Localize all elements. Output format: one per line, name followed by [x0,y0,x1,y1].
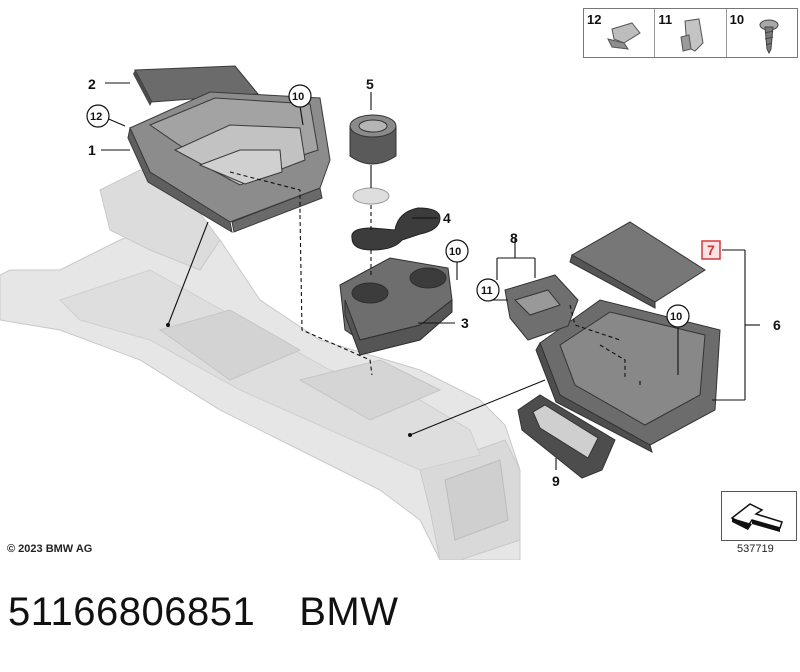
callout-10-a: 10 [292,91,304,103]
callout-5: 5 [366,76,374,92]
part-7-cover [569,221,706,309]
part-5-cup-insert [349,114,397,165]
legend-number-12: 12 [587,12,602,27]
callout-9: 9 [552,473,560,489]
screw-icon [759,19,779,55]
spring-clip-icon [607,22,641,50]
legend-item-11: 11 [655,9,727,57]
leader-lines [101,82,760,470]
part-8-bracket [504,274,579,341]
part-9-frame [517,394,616,479]
part-6-tray [535,299,721,453]
part-number: 51166806851 [8,590,256,634]
orientation-arrow-icon [730,503,783,532]
legend-item-12: 12 [584,9,656,57]
legend-number-11: 11 [658,12,673,27]
callout-10-c: 10 [670,311,682,323]
callout-4: 4 [443,210,451,226]
orientation-box [721,491,797,541]
assembly-lines [229,171,641,385]
reference-number: 537719 [737,543,774,555]
callout-8: 8 [510,230,518,246]
copyright: © 2023 BMW AG [7,543,93,555]
legend-item-10: 10 [727,9,797,57]
callout-10-b: 10 [449,246,461,258]
part-1-module [127,91,331,234]
spring-nut-icon [680,18,704,52]
callout-1: 1 [88,142,96,158]
brand-name: BMW [299,590,399,634]
callout-6: 6 [773,317,781,333]
callout-2: 2 [88,76,96,92]
callout-11: 11 [481,285,493,297]
callouts: 2 1 12 10 5 4 10 3 8 11 7 6 10 9 [86,76,781,489]
legend-number-10: 10 [729,12,745,27]
center-console-body [0,169,521,560]
fastener-legend: 12 11 10 [583,8,798,58]
footer: 51166806851 BMW [8,590,399,635]
part-3-cupholder [339,257,453,356]
part-5-disc [352,187,390,205]
callout-12: 12 [90,111,102,123]
parts-diagram: 2 1 12 10 5 4 10 3 8 11 7 6 10 9 [0,65,781,560]
callout-3: 3 [461,315,469,331]
part-4-mat [351,207,441,251]
callout-7: 7 [707,242,715,258]
